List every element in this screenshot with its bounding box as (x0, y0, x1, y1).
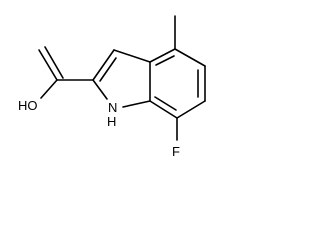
bond-carboxyl-hydroxyl (40, 79, 58, 99)
nitrogen-label: N (108, 100, 117, 115)
structure-diagram: HO N H F (18, 15, 206, 159)
amine-hydrogen-label: H (107, 114, 116, 129)
bond-c3-c2-inner (99, 57, 117, 82)
bond-n1-c7a (122, 100, 151, 108)
bond-c7-c7a (149, 100, 178, 119)
fluorine-label: F (172, 144, 180, 159)
bond-carbonyl-2 (44, 46, 64, 79)
bond-carbonyl-1 (38, 49, 58, 81)
bond-c3-c2 (92, 49, 115, 81)
bond-c3a-c3 (113, 49, 151, 63)
bond-c4-c5 (174, 48, 206, 67)
bond-c7-c7a-inner (154, 96, 177, 111)
bond-c3a-c4-inner (155, 55, 175, 66)
hydroxyl-label: HO (18, 98, 38, 113)
bond-c3a-c4 (149, 48, 176, 63)
bond-c6-c7 (176, 100, 206, 119)
bond-c2-n1 (92, 79, 108, 100)
